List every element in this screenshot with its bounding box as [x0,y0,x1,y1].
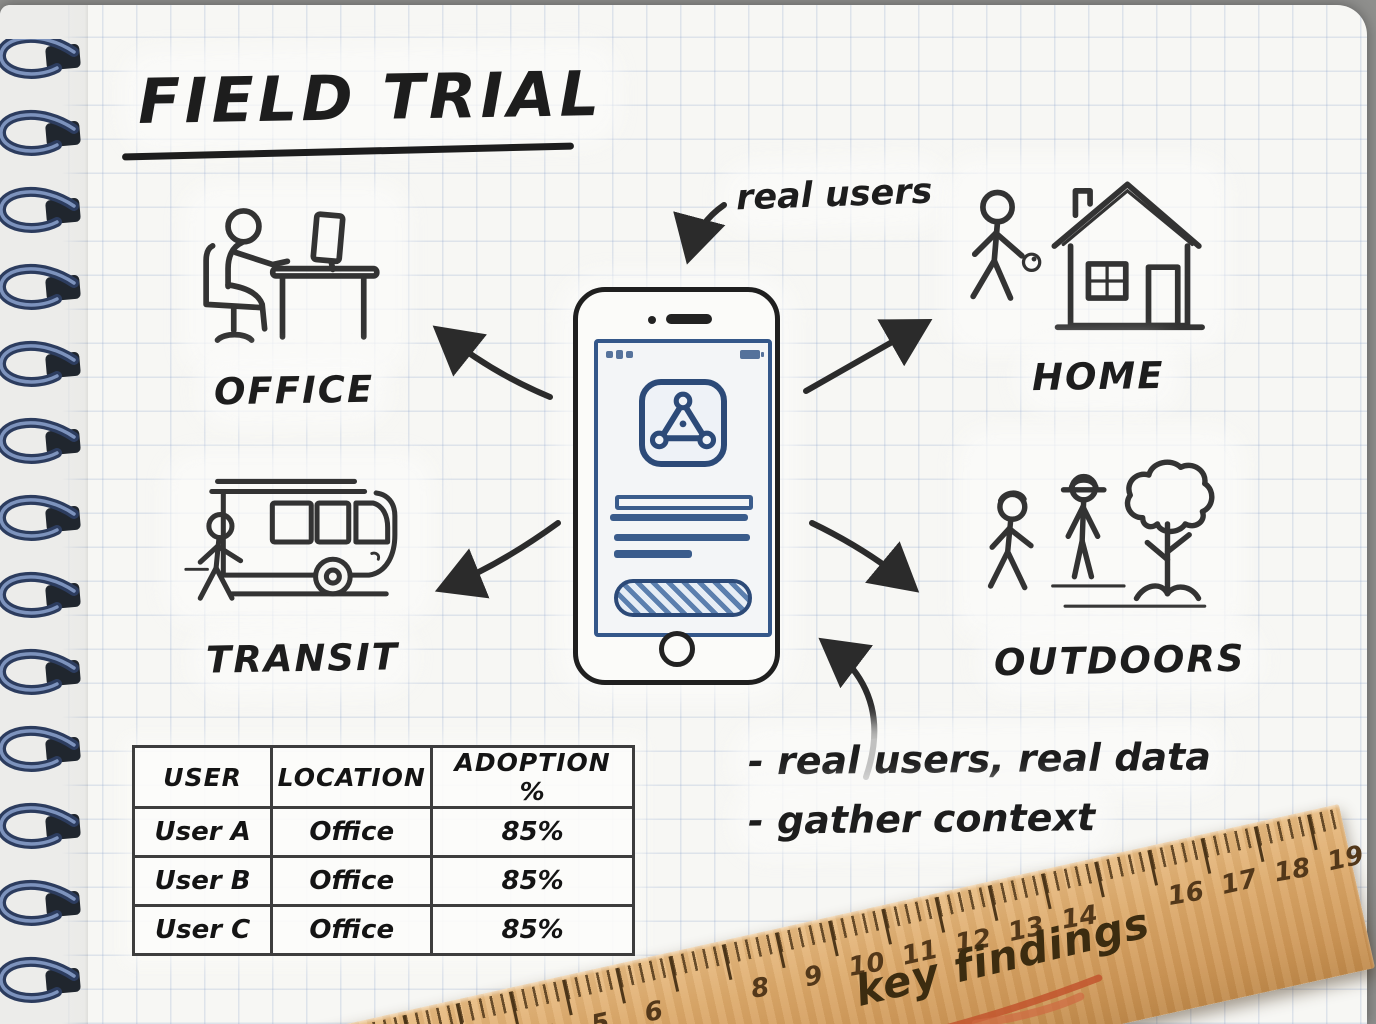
battery-icon [740,349,764,359]
cell-user: User B [131,855,274,907]
table-header-row: USER LOCATION ADOPTION % [131,745,635,809]
note-real-users-real-data: - real users, real data [747,734,1212,784]
cell-user: User A [131,806,274,858]
transit-scene-icon [180,467,418,609]
wooden-ruler: 4 5 6 8 9 10 11 12 13 14 16 17 18 19 key… [264,803,1376,1024]
cell-location: Office [270,904,434,956]
arrow-phone-to-office [432,325,553,400]
outdoors-label: OUTDOORS [993,636,1246,685]
home-scene-icon [960,173,1212,337]
text-line [614,534,750,541]
outdoors-scene-icon [972,443,1228,625]
arrow-real-users-to-phone [673,202,727,265]
transit-label: TRANSIT [205,635,400,682]
table-row: User C Office 85% [131,904,635,956]
arrow-phone-to-outdoors [809,520,920,593]
hatched-button-sketch [614,579,752,617]
col-header-adoption: ADOPTION % [430,745,635,809]
cell-user: User C [131,904,274,956]
phone-speaker-icon [666,314,712,324]
office-scene-icon [198,199,393,361]
office-label: OFFICE [213,367,375,414]
graph-paper-page: FIELD TRIAL real users OFFICE [0,5,1376,1024]
cell-adoption: 85% [430,904,635,956]
title-underline [121,142,575,161]
col-header-user: USER [131,745,274,809]
phone-screen [594,339,772,637]
red-underline-stroke [686,974,1103,1024]
cell-adoption: 85% [430,806,635,858]
table-row: User A Office 85% [131,806,635,858]
real-users-annotation: real users [735,171,934,219]
text-line-outlined [615,495,753,510]
status-signal-icon [606,349,633,359]
cell-location: Office [270,806,434,858]
adoption-table: USER LOCATION ADOPTION % User A Office 8… [131,745,635,956]
smartphone-sketch-icon [573,287,780,685]
arrow-phone-to-transit [434,520,561,599]
text-line [614,550,692,558]
page-title: FIELD TRIAL [137,56,604,139]
home-label: HOME [1031,353,1165,400]
note-gather-context: - gather context [747,795,1096,843]
text-line [610,514,748,521]
cell-adoption: 85% [430,855,635,907]
phone-camera-icon [648,316,656,324]
arrow-phone-to-home [803,319,933,394]
app-store-style-icon [639,379,727,467]
cell-location: Office [270,855,434,907]
table-row: User B Office 85% [131,855,635,907]
phone-home-button-icon [658,631,695,667]
spiral-binding-icon [0,39,106,1024]
col-header-location: LOCATION [270,745,434,809]
